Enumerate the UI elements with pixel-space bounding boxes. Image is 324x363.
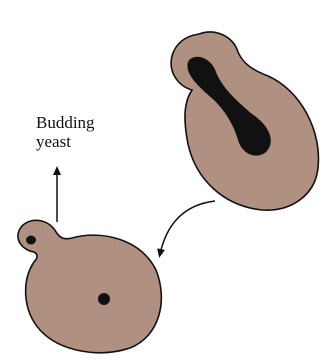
- transition-arrow: [160, 201, 215, 254]
- budding-yeast-cell-upper: [171, 32, 318, 210]
- budding-yeast-cell-lower: [18, 220, 161, 352]
- label-line-1: Budding: [36, 113, 95, 132]
- yeast-cell-body-lower: [18, 220, 161, 352]
- bud-nucleus-lower: [26, 236, 36, 245]
- label-line-2: yeast: [36, 132, 95, 151]
- mother-nucleus-lower: [98, 293, 110, 305]
- budding-yeast-label: Budding yeast: [36, 113, 95, 151]
